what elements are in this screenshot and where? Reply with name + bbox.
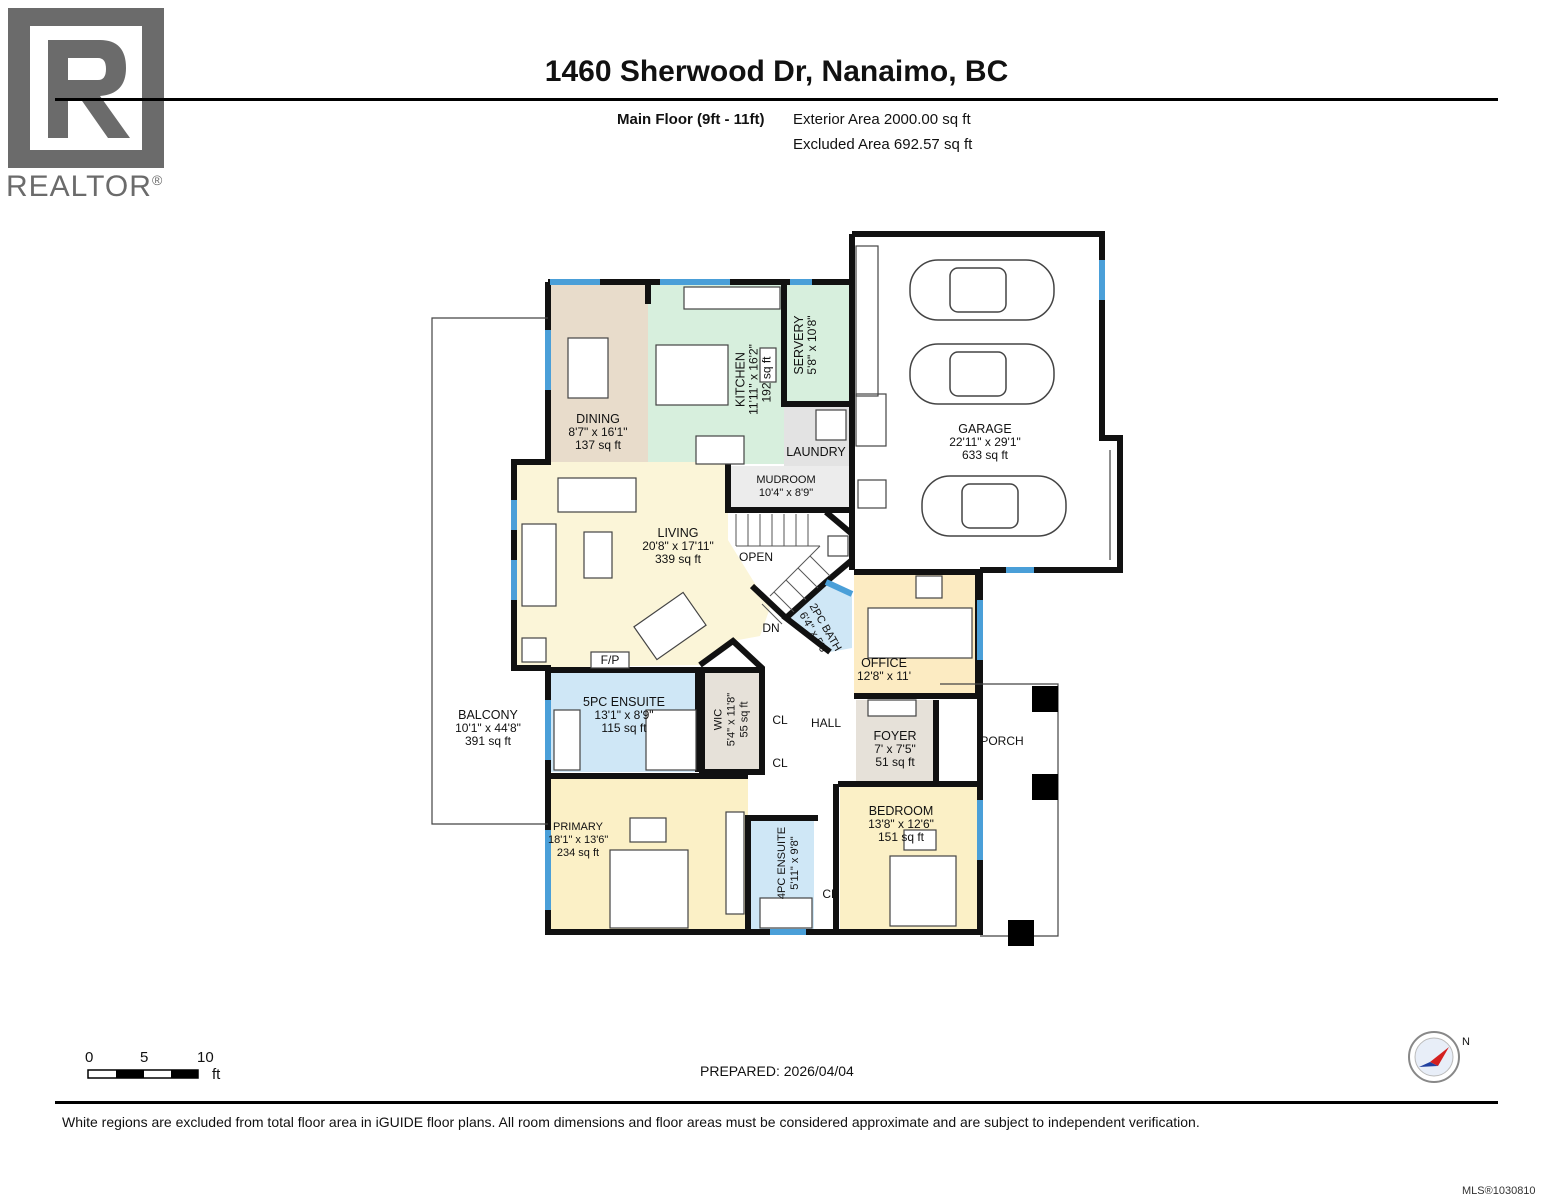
scale-tick-5: 5 bbox=[140, 1049, 149, 1066]
windows bbox=[511, 260, 1105, 935]
realtor-logo bbox=[8, 8, 164, 168]
closet-label-3: CL bbox=[822, 887, 838, 901]
dining-label: DINING 8'7" x 16'1" 137 sq ft bbox=[568, 412, 628, 452]
disclaimer: White regions are excluded from total fl… bbox=[62, 1114, 1200, 1130]
living-label: LIVING 20'8" x 17'11" 339 sq ft bbox=[642, 526, 714, 566]
porch-posts bbox=[1008, 686, 1058, 946]
page-title: 1460 Sherwood Dr, Nanaimo, BC bbox=[544, 55, 1009, 88]
laundry-label: LAUNDRY bbox=[786, 445, 846, 459]
scale-bar bbox=[87, 1069, 199, 1079]
realtor-r-mark-icon bbox=[8, 8, 164, 168]
furniture bbox=[521, 286, 973, 929]
footer-rule bbox=[55, 1101, 1498, 1104]
servery-label: SERVERY 5'8" x 10'8" bbox=[792, 315, 819, 375]
realtor-wordmark: REALTOR® bbox=[6, 170, 164, 203]
garage-shelves bbox=[855, 245, 1111, 560]
header-rule bbox=[55, 98, 1498, 101]
scale-unit: ft bbox=[212, 1066, 221, 1083]
mudroom-label: MUDROOM 10'4" x 8'9" bbox=[756, 474, 816, 499]
foyer-label: FOYER 7' x 7'5" 51 sq ft bbox=[873, 729, 917, 769]
kitchen-label: KITCHEN 11'11" x 16'2" 192 sq ft bbox=[733, 344, 774, 415]
walls bbox=[511, 231, 1123, 935]
balcony-label: BALCONY 10'1" x 44'8" 391 sq ft bbox=[455, 708, 521, 748]
wic-label: WIC 5'4" x 11'8" 55 sq ft bbox=[712, 692, 751, 747]
exterior-area: Exterior Area 2000.00 sq ft bbox=[793, 111, 971, 128]
closet-label-2: CL bbox=[772, 756, 788, 770]
compass-icon bbox=[1408, 1031, 1460, 1083]
bath2-fill bbox=[786, 582, 852, 652]
office-label: OFFICE 12'8" x 11' bbox=[857, 656, 911, 683]
fp-label: F/P bbox=[600, 653, 620, 667]
scale-tick-10: 10 bbox=[197, 1049, 214, 1066]
hall-label: HALL bbox=[810, 716, 842, 730]
open-label: OPEN bbox=[738, 550, 773, 564]
dn-label: DN bbox=[762, 621, 780, 635]
primary-label: PRIMARY 18'1" x 13'6" 234 sq ft bbox=[548, 821, 609, 859]
prepared-date: PREPARED: 2026/04/04 bbox=[700, 1063, 854, 1079]
mls-number: MLS®1030810 bbox=[1462, 1185, 1536, 1197]
garage-label: GARAGE 22'11" x 29'1" 633 sq ft bbox=[949, 422, 1021, 462]
mudroom-fill bbox=[728, 466, 850, 508]
garage-cars bbox=[909, 259, 1067, 537]
servery-fill bbox=[784, 282, 850, 404]
stairs bbox=[735, 514, 831, 625]
compass-north-label: N bbox=[1462, 1036, 1470, 1048]
scale-tick-0: 0 bbox=[85, 1049, 94, 1066]
bedroom-label: BEDROOM 13'8" x 12'6" 151 sq ft bbox=[868, 804, 934, 844]
ensuite4-label: 4PC ENSUITE 5'11" x 9'8" bbox=[776, 826, 801, 900]
living-fill bbox=[514, 462, 770, 668]
excluded-area: Excluded Area 692.57 sq ft bbox=[793, 136, 973, 153]
floor-label: Main Floor (9ft - 11ft) bbox=[617, 111, 765, 128]
ensuite5-label: 5PC ENSUITE 13'1" x 8'9" 115 sq ft bbox=[583, 695, 665, 735]
wic-fill bbox=[702, 672, 762, 772]
closet-label-1: CL bbox=[772, 713, 788, 727]
porch-label: PORCH bbox=[980, 734, 1024, 748]
